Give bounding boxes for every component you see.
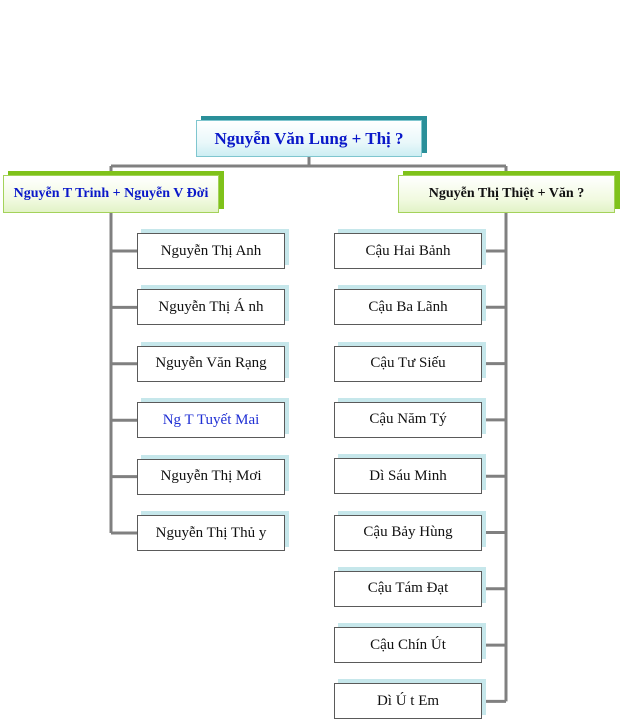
child-label: Cậu Hai Bảnh xyxy=(365,242,451,259)
left-branch-node: Nguyễn T Trinh + Nguyễn V Đời xyxy=(3,175,219,213)
child-label: Cậu Tư Siếu xyxy=(370,355,446,372)
child-label: Dì Ú t Em xyxy=(376,692,440,709)
left-child-node: Ng T Tuyết Mai xyxy=(137,402,285,439)
left-child-node: Nguyễn Thị Mơi xyxy=(137,458,285,495)
right-branch-label: Nguyễn Thị Thiệt + Văn ? xyxy=(428,186,585,201)
right-branch-node: Nguyễn Thị Thiệt + Văn ? xyxy=(398,175,615,213)
child-label: Nguyễn Thị Anh xyxy=(160,242,262,259)
right-child-node: Cậu Năm Tý xyxy=(334,401,482,438)
child-label: Cậu Năm Tý xyxy=(369,411,447,428)
right-child-node: Cậu Tư Siếu xyxy=(334,345,482,382)
child-label: Cậu Chín Út xyxy=(370,636,446,653)
right-child-node: Cậu Hai Bảnh xyxy=(334,233,482,269)
right-child-node: Cậu Bảy Hùng xyxy=(334,514,482,551)
child-label: Nguyễn Thị Mơi xyxy=(160,468,262,485)
child-label: Nguyễn Thị Thủ y xyxy=(155,524,267,541)
child-label: Cậu Bảy Hùng xyxy=(363,524,453,540)
right-child-node: Cậu Tám Đạt xyxy=(334,570,482,607)
left-branch-label: Nguyễn T Trinh + Nguyễn V Đời xyxy=(13,186,209,201)
right-child-node: Cậu Ba Lãnh xyxy=(334,289,482,326)
child-label: Cậu Tám Đạt xyxy=(367,580,449,597)
child-label: Ng T Tuyết Mai xyxy=(162,411,260,428)
left-child-node: Nguyễn Thị Anh xyxy=(137,233,285,269)
right-child-node: Cậu Chín Út xyxy=(334,627,482,664)
left-child-node: Nguyễn Văn Rạng xyxy=(137,345,285,382)
left-child-node: Nguyễn Thị Thủ y xyxy=(137,515,285,551)
child-label: Cậu Ba Lãnh xyxy=(368,298,448,315)
right-child-node: Dì Ú t Em xyxy=(334,683,482,720)
child-label: Nguyễn Thị Á nh xyxy=(158,298,264,315)
root-label: Nguyễn Văn Lung + Thị ? xyxy=(214,128,404,148)
left-child-node: Nguyễn Thị Á nh xyxy=(137,289,285,326)
right-child-node: Dì Sáu Minh xyxy=(334,458,482,495)
root-node: Nguyễn Văn Lung + Thị ? xyxy=(196,120,422,157)
child-label: Dì Sáu Minh xyxy=(369,467,447,484)
child-label: Nguyễn Văn Rạng xyxy=(155,355,267,372)
